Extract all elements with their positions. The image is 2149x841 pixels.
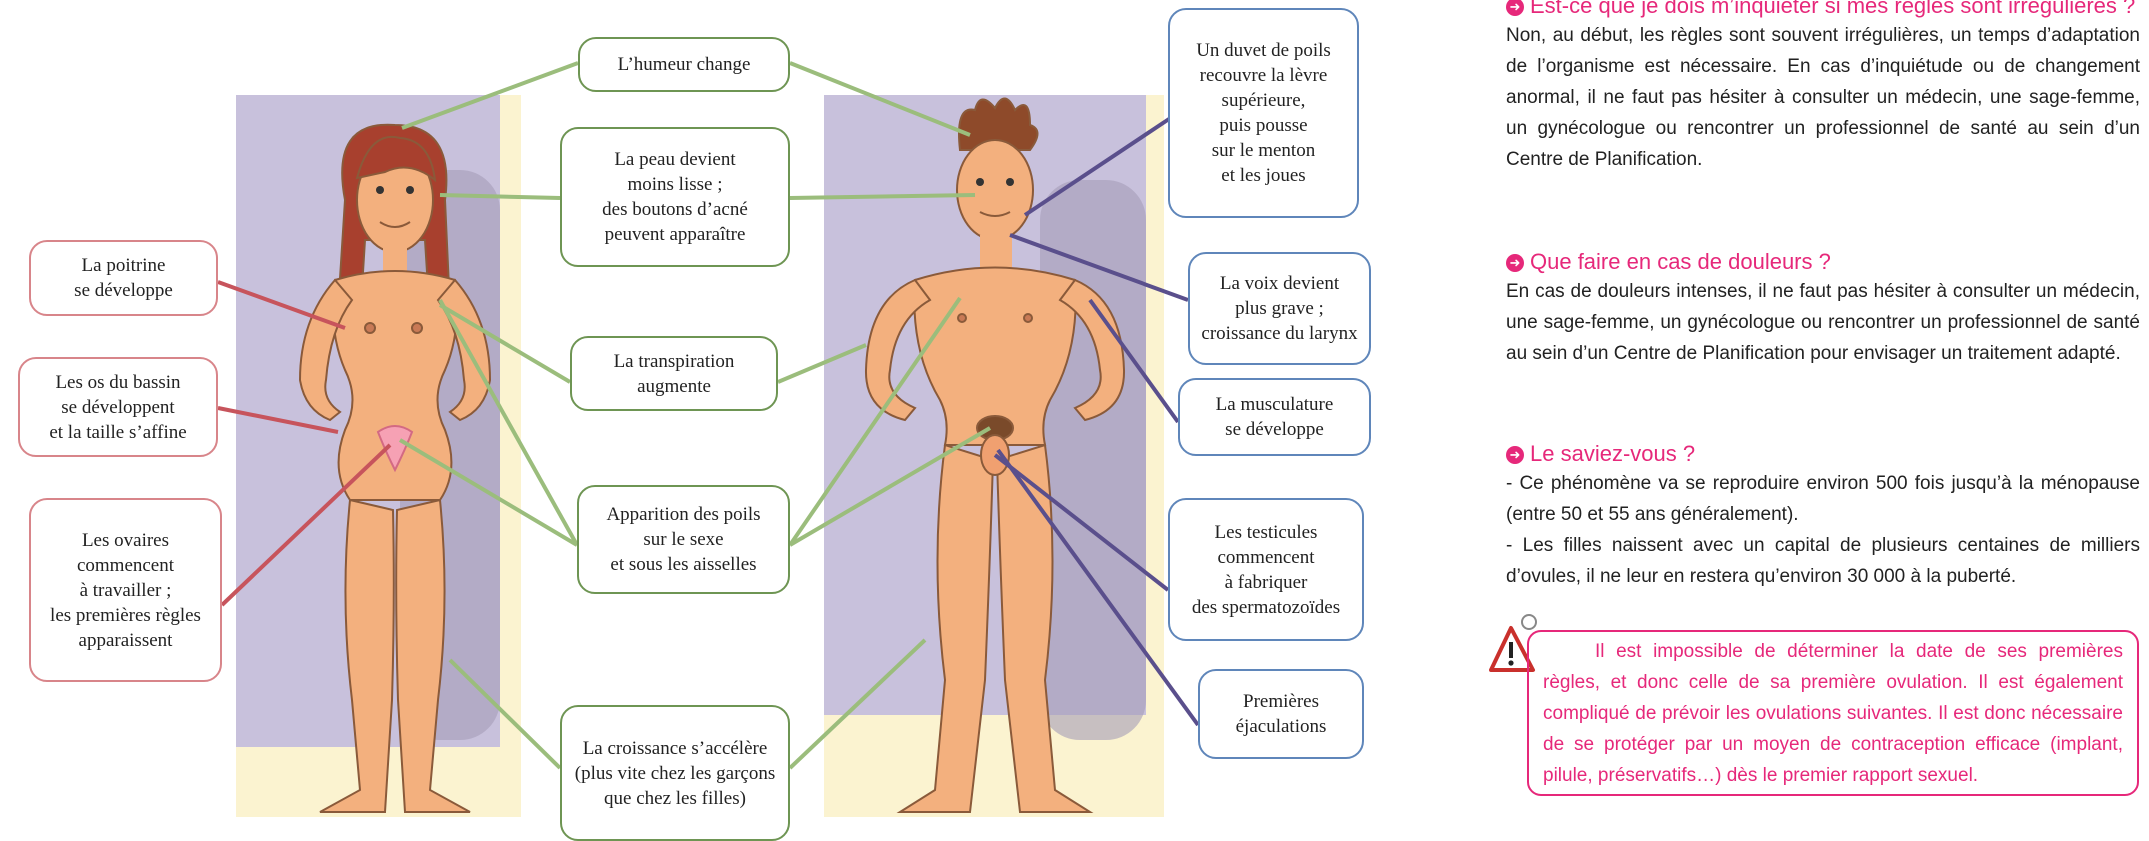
section-body: En cas de douleurs intenses, il ne faut … [1506,281,2140,364]
label-mood: L’humeur change [578,37,790,92]
section-body: Non, au début, les règles sont souvent i… [1506,25,2140,170]
arrow-circle-icon: ➜ [1506,254,1524,272]
section-title: ➜Le saviez-vous ? [1506,440,2140,468]
label-skin: La peau devient moins lisse ; des bouton… [560,127,790,267]
label-sweat: La transpiration augmente [570,336,778,411]
warning-box: Il est impossible de déterminer la date … [1527,630,2139,796]
label-duvet: Un duvet de poils recouvre la lèvre supé… [1168,8,1359,218]
illustration-drawing [217,61,1200,817]
girl-figure [298,123,492,813]
section-title: ➜Que faire en cas de douleurs ? [1506,248,2140,276]
section-title: ➜Est-ce que je dois m’inquiéter si mes r… [1506,0,2140,20]
label-testicles: Les testicules commencent à fabriquer de… [1168,498,1364,641]
fact-item: - Ce phénomène va se reproduire environ … [1506,473,2140,525]
boy-figure [864,97,1126,813]
warning-text: Il est impossible de déterminer la date … [1543,641,2123,786]
connector-lines [217,61,1200,770]
section-irregular: ➜Est-ce que je dois m’inquiéter si mes r… [1506,0,2140,175]
label-growth: La croissance s’accélère (plus vite chez… [560,705,790,841]
warning-triangle-icon [1489,614,1537,672]
fact-item: - Les filles naissent avec un capital de… [1506,535,2140,587]
section-pain: ➜Que faire en cas de douleurs ? En cas d… [1506,248,2140,369]
label-pelvis: Les os du bassin se développent et la ta… [18,357,218,457]
arrow-circle-icon: ➜ [1506,0,1524,16]
label-ejaculation: Premières éjaculations [1198,669,1364,759]
label-breast: La poitrine se développe [29,240,218,316]
label-voice: La voix devient plus grave ; croissance … [1188,252,1371,365]
section-did-you-know: ➜Le saviez-vous ? - Ce phénomène va se r… [1506,440,2140,592]
arrow-circle-icon: ➜ [1506,446,1524,464]
label-ovaries: Les ovaires commencent à travailler ; le… [29,498,222,682]
label-hair: Apparition des poils sur le sexe et sous… [577,485,790,594]
label-muscles: La musculature se développe [1178,378,1371,456]
puberty-illustration: L’humeur change La peau devient moins li… [18,8,1371,841]
